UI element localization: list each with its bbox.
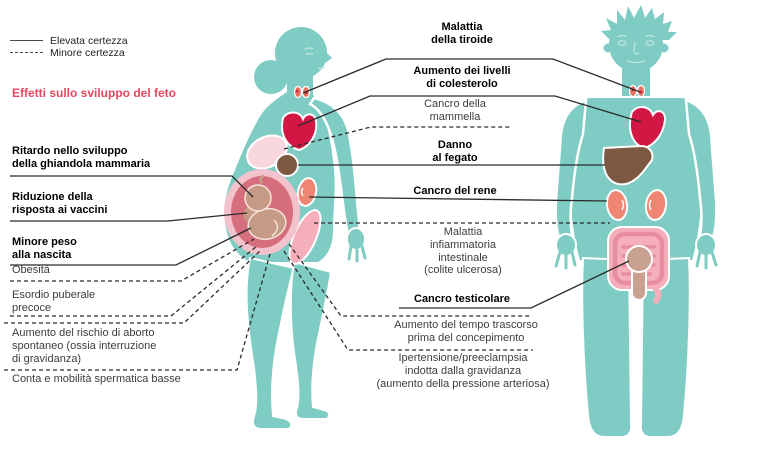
female-face xyxy=(304,47,326,69)
female-organs xyxy=(224,85,322,265)
testicle-icon xyxy=(625,245,653,301)
label-ritardo-sviluppo-ghiandola: Ritardo nello sviluppo della ghiandola m… xyxy=(12,145,151,170)
male-kidney-left-icon xyxy=(605,189,629,221)
label-malattia-tiroide: Malattia della tiroide xyxy=(431,21,493,46)
kidney-hilum xyxy=(300,187,304,197)
legend-item-minore: Minore certezza xyxy=(10,46,128,59)
legend-item-elevata: Elevata certezza xyxy=(10,34,128,47)
line-cancro-mammella xyxy=(283,126,512,150)
female-head xyxy=(275,27,327,79)
male-left-leg xyxy=(581,256,633,438)
line-tempo-concepimento xyxy=(288,243,530,317)
dashed-line-icon xyxy=(10,52,43,53)
line-esordio-puberale xyxy=(10,245,258,317)
line-ritardo-sviluppo xyxy=(10,175,254,198)
uterus-fetus-icon xyxy=(224,169,300,255)
label-esordio-puberale: Esordio puberale precoce xyxy=(12,289,96,314)
label-tempo-concepimento: Aumento del tempo trascorso prima del co… xyxy=(394,319,538,344)
kidney-hilum xyxy=(621,199,625,211)
label-cancro-rene: Cancro del rene xyxy=(413,185,497,197)
fetal-effects-heading: Effetti sullo sviluppo del feto xyxy=(12,86,177,100)
legend-label: Elevata certezza xyxy=(50,34,128,47)
female-hair-bun-icon xyxy=(254,60,288,94)
line-cancro-rene xyxy=(308,196,608,202)
label-cancro-testicolare: Cancro testicolare xyxy=(414,293,510,305)
female-nose xyxy=(320,46,332,66)
label-ipertensione-preeclampsia: Ipertensione/preeclampsia indotta dalla … xyxy=(376,352,550,390)
solid-line-icon xyxy=(10,40,43,41)
female-liver-icon xyxy=(275,153,299,177)
male-kidney-right-icon xyxy=(644,189,668,221)
line-obesita xyxy=(10,238,255,282)
line-aborto xyxy=(4,250,261,324)
label-malattia-intestinale: Malattia infiammatoria intestinale (coli… xyxy=(424,226,502,277)
male-face xyxy=(616,34,656,64)
label-riduzione-risposta-vaccini: Riduzione della risposta ai vaccini xyxy=(12,191,108,216)
line-malattia-tiroide xyxy=(302,58,641,94)
kidney-hilum xyxy=(648,199,652,211)
male-fingers xyxy=(554,250,718,270)
line-colesterolo xyxy=(297,95,642,127)
label-colesterolo: Aumento dei livelli di colesterolo xyxy=(413,65,511,90)
line-cancro-testicolare xyxy=(399,260,630,309)
label-danno-fegato: Danno al fegato xyxy=(432,139,478,164)
legend-label: Minore certezza xyxy=(50,46,125,59)
male-heart-icon xyxy=(628,106,667,150)
male-right-leg xyxy=(639,256,691,438)
line-ipertensione xyxy=(283,250,533,351)
label-rischio-aborto: Aumento del rischio di aborto spontaneo … xyxy=(12,327,157,365)
male-head xyxy=(609,18,663,72)
connector-lines xyxy=(4,58,642,371)
female-front-leg xyxy=(245,256,296,430)
male-ear-left xyxy=(603,43,613,53)
label-minore-peso-nascita: Minore peso alla nascita xyxy=(12,236,77,261)
legend: Elevata certezza Minore certezza xyxy=(10,35,128,59)
label-cancro-mammella: Cancro della mammella xyxy=(424,98,486,123)
male-ear-right xyxy=(659,43,669,53)
female-back-leg xyxy=(289,260,333,420)
line-riduzione-vaccini xyxy=(10,212,248,222)
label-conta-spermatica: Conta e mobilità spermatica basse xyxy=(12,373,181,385)
female-fingers xyxy=(347,244,367,263)
label-obesita: Obesità xyxy=(12,264,50,276)
line-conta-spermatica xyxy=(4,253,271,371)
line-minore-peso xyxy=(10,227,252,266)
female-kidney-icon xyxy=(296,177,318,207)
male-liver-icon xyxy=(602,144,654,186)
